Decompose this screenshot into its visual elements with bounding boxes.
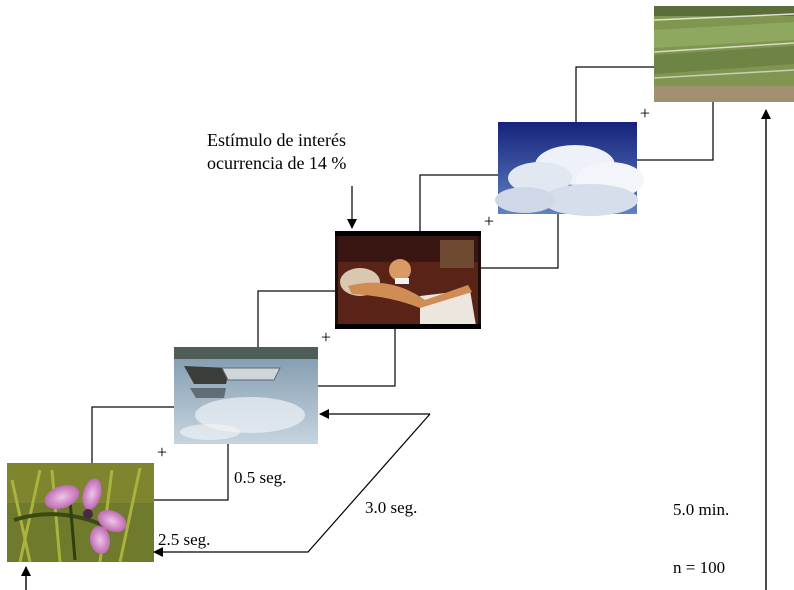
caption-line-1: Estímulo de interés xyxy=(207,130,346,150)
target-stimulus-photo xyxy=(335,231,481,329)
fixation-cross: + xyxy=(321,327,331,347)
clouds-photo xyxy=(495,122,644,216)
fixation-cross: + xyxy=(484,211,494,231)
image-duration-label: 2.5 seg. xyxy=(158,530,211,549)
trial-count-label: n = 100 xyxy=(673,558,726,577)
boats-photo xyxy=(174,347,318,444)
target-stimulus-caption: Estímulo de interés ocurrencia de 14 % xyxy=(207,129,346,175)
field-photo xyxy=(653,6,794,102)
fixation-duration-label: 0.5 seg. xyxy=(234,468,287,487)
interval-duration-label: 3.0 seg. xyxy=(365,498,418,517)
total-time-label: 5.0 min. xyxy=(673,500,730,519)
fixation-cross: + xyxy=(157,442,167,462)
flower-photo xyxy=(7,463,154,563)
fixation-cross: + xyxy=(640,103,650,123)
caption-line-2: ocurrencia de 14 % xyxy=(207,153,347,174)
interval-arrow xyxy=(153,413,431,557)
